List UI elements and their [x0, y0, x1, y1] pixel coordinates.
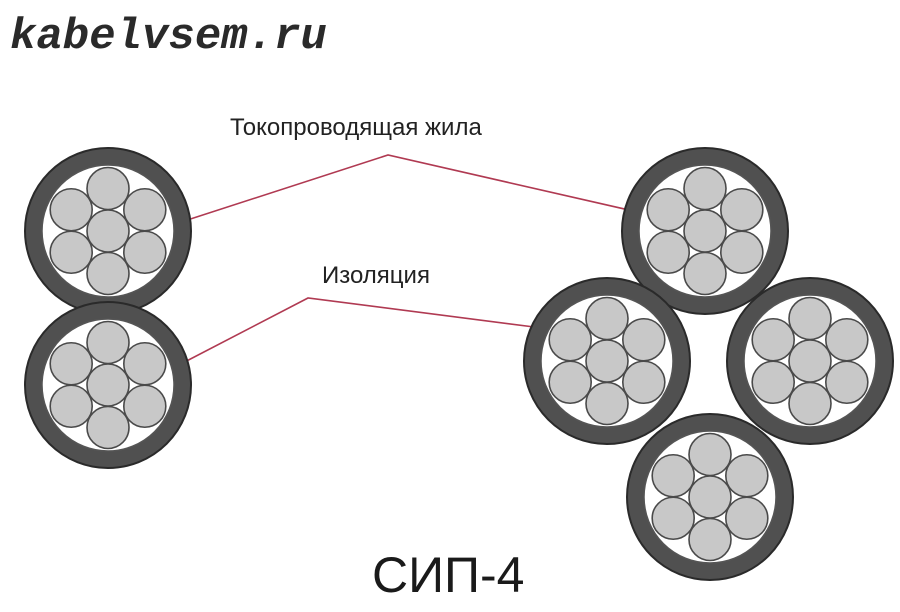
conductor-strand	[123, 341, 167, 386]
conductor-strand	[86, 251, 130, 296]
left-bottom-core	[24, 301, 192, 469]
conductor-strand	[585, 381, 629, 426]
right-left-core	[523, 277, 691, 445]
conductor-strand	[825, 317, 869, 362]
right-right-core	[726, 277, 894, 445]
conductor-strand	[720, 230, 764, 275]
right-bottom-core	[626, 413, 794, 581]
conductor-strand	[123, 187, 167, 232]
conductor-strand	[825, 360, 869, 405]
conductor-strand	[751, 317, 795, 362]
conductor-strand	[86, 320, 130, 365]
conductor-strand	[788, 296, 832, 341]
conductor-strand	[49, 230, 93, 275]
insulation-leader-line	[174, 297, 543, 368]
conductor-strand	[651, 496, 695, 541]
conductor-strand	[688, 517, 732, 562]
conductor-strand	[688, 432, 732, 477]
left-top-core	[24, 147, 192, 315]
conductor-label: Токопроводящая жила	[230, 114, 482, 141]
site-watermark: kabelvsem.ru	[10, 12, 327, 62]
conductor-strand	[646, 187, 690, 232]
conductor-strand	[725, 496, 769, 541]
conductor-strand	[646, 230, 690, 275]
conductor-strand	[49, 384, 93, 429]
conductor-strand	[548, 360, 592, 405]
conductor-strand	[86, 405, 130, 450]
conductor-strand	[86, 209, 130, 253]
conductor-strand	[585, 296, 629, 341]
conductor-strand	[751, 360, 795, 405]
conductor-strand	[86, 166, 130, 211]
conductor-strand	[720, 187, 764, 232]
conductor-strand	[49, 187, 93, 232]
conductor-strand	[622, 317, 666, 362]
conductor-strand	[622, 360, 666, 405]
conductor-strand	[725, 453, 769, 498]
cable-title: СИП-4	[372, 547, 524, 603]
conductor-strand	[86, 363, 130, 407]
conductor-strand	[548, 317, 592, 362]
conductor-strand	[123, 384, 167, 429]
conductor-strand	[651, 453, 695, 498]
conductor-strand	[688, 475, 732, 519]
conductor-leader-line	[174, 154, 643, 225]
conductor-strand	[788, 339, 832, 383]
conductor-strand	[683, 209, 727, 253]
right-top-core	[621, 147, 789, 315]
cable-cores	[24, 147, 894, 581]
conductor-strand	[683, 251, 727, 296]
insulation-label: Изоляция	[322, 262, 430, 289]
conductor-strand	[585, 339, 629, 383]
conductor-strand	[123, 230, 167, 275]
conductor-strand	[788, 381, 832, 426]
conductor-strand	[49, 341, 93, 386]
conductor-strand	[683, 166, 727, 211]
